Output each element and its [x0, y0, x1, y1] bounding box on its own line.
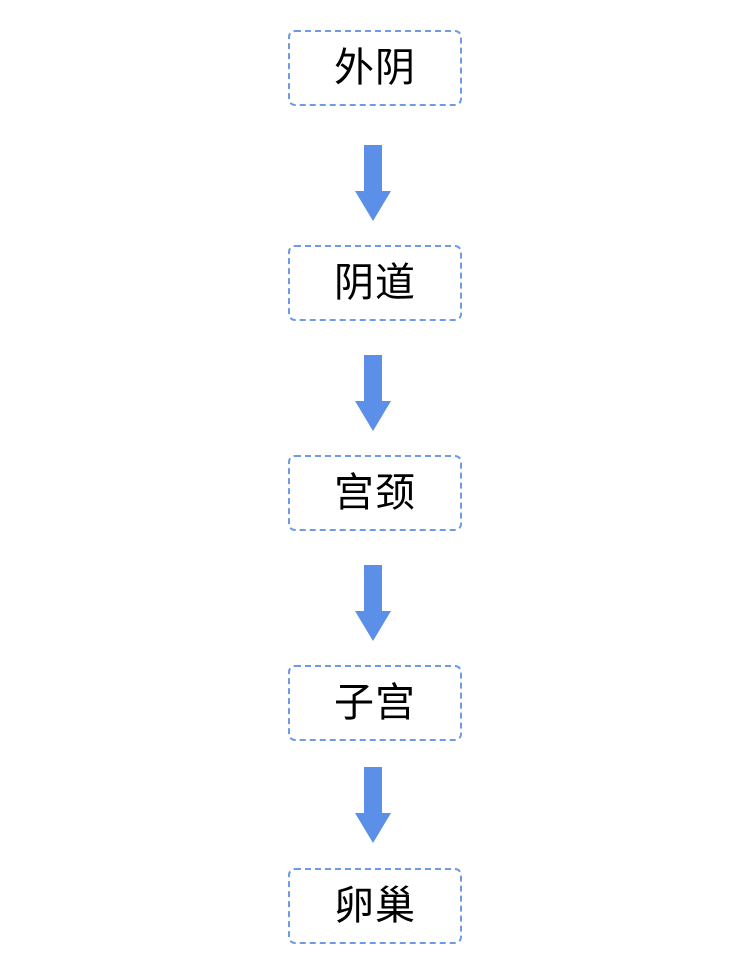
node-label: 外阴 [334, 45, 416, 91]
node-label: 宫颈 [334, 470, 416, 516]
arrow-down-icon [355, 145, 391, 221]
node-label: 卵巢 [334, 883, 416, 929]
arrow-down-icon [355, 767, 391, 843]
node-label: 阴道 [334, 260, 416, 306]
node-label: 子宫 [334, 680, 416, 726]
node-ovary: 卵巢 [288, 868, 462, 944]
node-cervix: 宫颈 [288, 455, 462, 531]
node-vagina: 阴道 [288, 245, 462, 321]
arrow-down-icon [355, 355, 391, 431]
node-external-genitalia: 外阴 [288, 30, 462, 106]
node-uterus: 子宫 [288, 665, 462, 741]
arrow-down-icon [355, 565, 391, 641]
